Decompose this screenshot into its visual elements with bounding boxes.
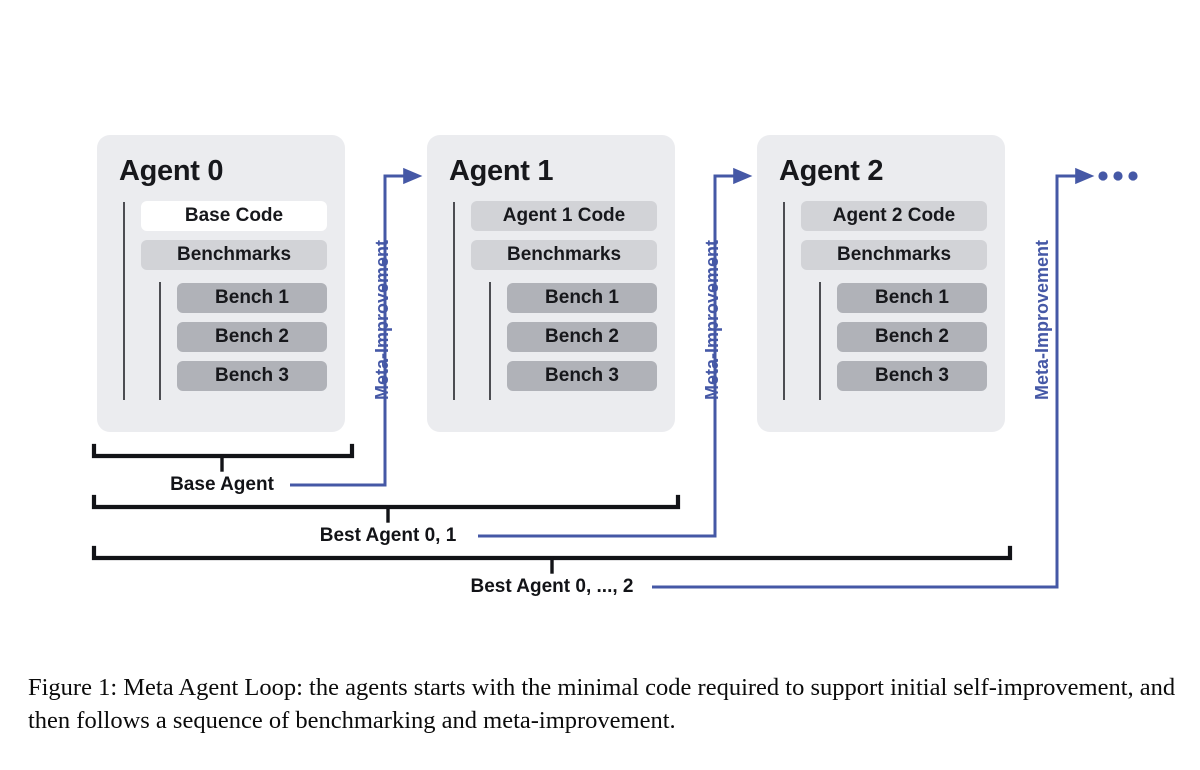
- meta-improvement-label-3: Meta-Improvement: [1032, 239, 1052, 400]
- bracket-label-best-agent-0-1: Best Agent 0, 1: [319, 525, 457, 546]
- figure-canvas: Agent 0 Base Code Benchmarks Bench 1 Ben…: [91, 135, 1138, 597]
- agent-title: Agent 1: [449, 155, 554, 187]
- agent-title: Agent 0: [119, 155, 224, 187]
- tree-rail-outer: [783, 202, 785, 400]
- agent-title: Agent 2: [779, 155, 884, 187]
- bench-item: Bench 2: [177, 322, 327, 352]
- agent-benchmarks-item: Benchmarks: [471, 240, 657, 270]
- agent-card-2: Agent 2 Agent 2 Code Benchmarks Bench 1 …: [757, 135, 1005, 432]
- agent-code-item: Base Code: [141, 201, 327, 231]
- agent-card-1: Agent 1 Agent 1 Code Benchmarks Bench 1 …: [427, 135, 675, 432]
- agent-benchmarks-item: Benchmarks: [141, 240, 327, 270]
- meta-improvement-label-1: Meta-Improvement: [372, 239, 392, 400]
- bench-item: Bench 1: [507, 283, 657, 313]
- bracket-label-base-agent: Base Agent: [170, 474, 274, 495]
- agent-code-item: Agent 1 Code: [471, 201, 657, 231]
- bracket-best-agent-0-2: [91, 545, 1013, 574]
- figure-caption: Figure 1: Meta Agent Loop: the agents st…: [28, 674, 1176, 734]
- bracket-best-agent-0-1: [91, 494, 681, 523]
- bench-item: Bench 1: [177, 283, 327, 313]
- tree-rail-inner: [159, 282, 161, 400]
- tree-rail-inner: [489, 282, 491, 400]
- bracket-base-agent: [91, 443, 355, 472]
- tree-rail-outer: [123, 202, 125, 400]
- tree-rail-outer: [453, 202, 455, 400]
- bench-item: Bench 2: [837, 322, 987, 352]
- agent-code-item: Agent 2 Code: [801, 201, 987, 231]
- meta-improvement-label-2: Meta-Improvement: [702, 239, 722, 400]
- bench-item: Bench 1: [837, 283, 987, 313]
- continuation-ellipsis-icon: [1098, 171, 1138, 181]
- tree-rail-inner: [819, 282, 821, 400]
- agent-benchmarks-item: Benchmarks: [801, 240, 987, 270]
- bench-item: Bench 2: [507, 322, 657, 352]
- bench-item: Bench 3: [507, 361, 657, 391]
- bench-item: Bench 3: [837, 361, 987, 391]
- bench-item: Bench 3: [177, 361, 327, 391]
- agent-card-0: Agent 0 Base Code Benchmarks Bench 1 Ben…: [97, 135, 345, 432]
- bracket-label-best-agent-0-2: Best Agent 0, ..., 2: [470, 576, 634, 597]
